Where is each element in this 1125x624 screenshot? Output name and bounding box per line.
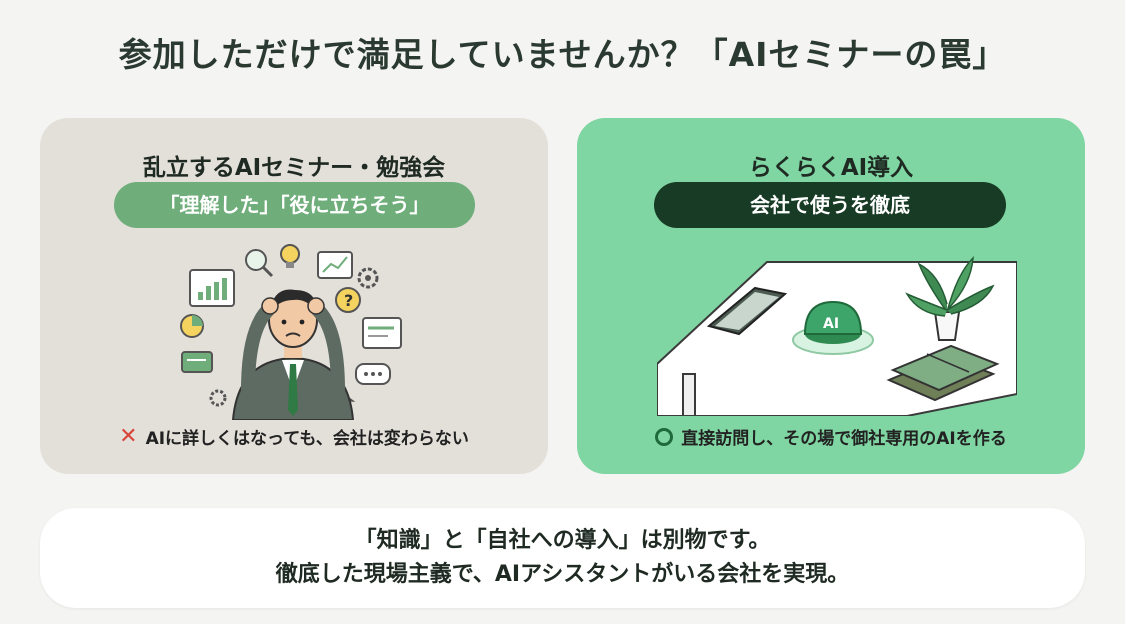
seminar-note-text: AIに詳しくはなっても、会社は変わらない [145, 429, 469, 449]
seminar-card-title: 乱立するAIセミナー・勉強会 [142, 155, 446, 181]
ai-device: AI [792, 300, 874, 355]
circle-icon [655, 427, 674, 446]
trend-chart-icon [317, 251, 353, 279]
small-gear-icon [209, 389, 227, 407]
seminar-pill: 「理解した」「役に立ちそう」 [114, 182, 475, 228]
notebook-icon [886, 344, 1000, 402]
pie-chart-icon [180, 314, 204, 338]
plant-icon [905, 256, 995, 341]
svg-text:?: ? [344, 291, 353, 310]
desk-ai-device-illustration: AI [657, 256, 1017, 416]
ai-intro-card-title: らくらくAI導入 [748, 155, 914, 181]
confused-businessman-illustration: ? [180, 244, 402, 420]
cross-icon: ✕ [119, 423, 138, 449]
speech-dots-icon [355, 363, 391, 385]
document-window-icon [362, 317, 402, 349]
seminar-note: ✕ AIに詳しくはなっても、会社は変わらない [40, 424, 548, 449]
summary-line-2: 徹底した現場主義で、AIアシスタントがいる会社を実現。 [275, 562, 850, 587]
page-title: 参加しただけで満足していませんか？「AIセミナーの罠」 [118, 35, 1007, 74]
chat-bubble-icon [181, 351, 213, 373]
ai-device-label: AI [823, 316, 839, 332]
summary-line-1: 「知識」と「自社への導入」は別物です。 [354, 528, 771, 553]
lightbulb-icon [280, 244, 300, 268]
bar-chart-icon [189, 269, 235, 307]
question-bubble-icon: ? [335, 287, 361, 313]
ai-intro-note: 直接訪問し、その場で御社専用のAIを作る [577, 424, 1085, 449]
magnifier-icon [245, 249, 274, 278]
gear-icon [357, 267, 379, 289]
seminar-card: 乱立するAIセミナー・勉強会 「理解した」「役に立ちそう」 [40, 118, 548, 474]
summary-banner: 「知識」と「自社への導入」は別物です。 徹底した現場主義で、AIアシスタントがい… [40, 508, 1085, 608]
smartphone-icon [706, 286, 788, 336]
ai-intro-pill: 会社で使うを徹底 [654, 182, 1006, 228]
ai-intro-note-text: 直接訪問し、その場で御社専用のAIを作る [681, 429, 1007, 449]
ai-intro-card: らくらくAI導入 会社で使うを徹底 AI [577, 118, 1085, 474]
businessman-figure [231, 289, 355, 420]
